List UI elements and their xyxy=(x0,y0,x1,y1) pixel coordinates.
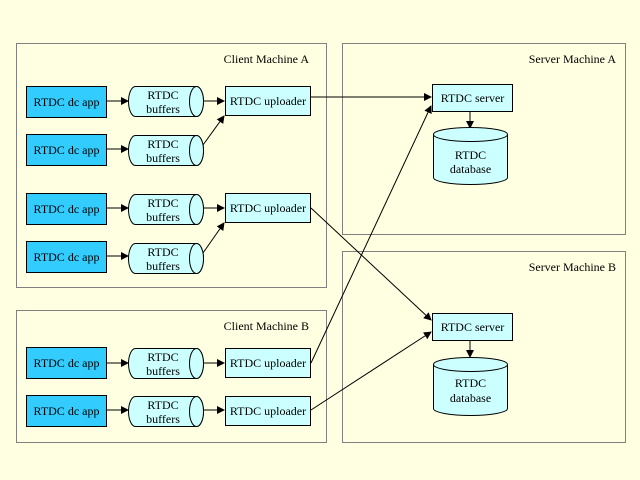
client-machine-a-label: Client Machine A xyxy=(224,52,310,66)
buffers-cylinder: RTDC buffers xyxy=(128,348,204,379)
server-machine-b-label: Server Machine B xyxy=(529,260,616,274)
svg-text:RTDC uploader: RTDC uploader xyxy=(230,94,306,108)
svg-text:RTDC: RTDC xyxy=(147,88,178,102)
client-machine-b-label: Client Machine B xyxy=(224,319,309,333)
app-box-label: RTDC dc app xyxy=(34,404,100,418)
pipeline-row: RTDC dc app RTDC buffers RTDC uploader xyxy=(26,86,311,118)
app-box-label: RTDC dc app xyxy=(34,250,100,264)
pipeline-row: RTDC dc app RTDC buffers RTDC uploader xyxy=(26,395,311,427)
pipeline-row: RTDC dc app RTDC buffers xyxy=(26,115,225,166)
server-machine-a-label: Server Machine A xyxy=(529,52,617,66)
svg-text:database: database xyxy=(450,391,491,405)
connections xyxy=(310,93,432,411)
connection-arrow xyxy=(310,207,432,321)
app-box-label: RTDC dc app xyxy=(34,95,100,109)
svg-text:RTDC uploader: RTDC uploader xyxy=(230,404,306,418)
server-box xyxy=(432,84,513,112)
svg-text:RTDC server: RTDC server xyxy=(441,320,505,334)
pipeline-row: RTDC dc app RTDC buffers RTDC uploader xyxy=(26,193,311,225)
svg-text:buffers: buffers xyxy=(146,151,180,165)
svg-text:RTDC: RTDC xyxy=(455,148,486,162)
pipeline-row: RTDC dc app RTDC buffers xyxy=(26,222,225,274)
svg-text:buffers: buffers xyxy=(146,364,180,378)
uploader-box xyxy=(225,348,311,378)
svg-text:RTDC: RTDC xyxy=(147,196,178,210)
buffers-cylinder: RTDC buffers xyxy=(128,86,204,117)
uploader-box xyxy=(225,86,311,116)
server-a-components: RTDC server RTDC database xyxy=(432,84,513,185)
database-cylinder: RTDC database xyxy=(433,127,508,185)
server-box xyxy=(432,313,513,341)
svg-text:RTDC: RTDC xyxy=(147,350,178,364)
uploader-box xyxy=(225,193,311,223)
svg-text:RTDC: RTDC xyxy=(147,245,178,259)
pipeline-row: RTDC dc app RTDC buffers RTDC uploader xyxy=(26,347,311,379)
svg-text:RTDC: RTDC xyxy=(147,398,178,412)
app-box-label: RTDC dc app xyxy=(34,202,100,216)
app-box-label: RTDC dc app xyxy=(34,356,100,370)
buffers-cylinder: RTDC buffers xyxy=(128,243,204,274)
server-b-components: RTDC server RTDC database xyxy=(432,313,513,416)
svg-text:RTDC: RTDC xyxy=(455,376,486,390)
app-box-label: RTDC dc app xyxy=(34,143,100,157)
buffers-cylinder: RTDC buffers xyxy=(128,135,204,166)
buffers-cylinder: RTDC buffers xyxy=(128,194,204,225)
connection-arrow xyxy=(310,331,432,411)
svg-text:database: database xyxy=(450,162,491,176)
svg-text:buffers: buffers xyxy=(146,259,180,273)
svg-text:RTDC uploader: RTDC uploader xyxy=(230,201,306,215)
connection-arrow xyxy=(310,105,432,364)
database-cylinder: RTDC database xyxy=(433,357,508,416)
svg-text:buffers: buffers xyxy=(146,210,180,224)
svg-text:buffers: buffers xyxy=(146,102,180,116)
svg-text:RTDC server: RTDC server xyxy=(441,91,505,105)
uploader-box xyxy=(225,396,311,426)
svg-text:RTDC uploader: RTDC uploader xyxy=(230,356,306,370)
svg-text:buffers: buffers xyxy=(146,412,180,426)
buffers-cylinder: RTDC buffers xyxy=(128,396,204,427)
svg-text:RTDC: RTDC xyxy=(147,137,178,151)
